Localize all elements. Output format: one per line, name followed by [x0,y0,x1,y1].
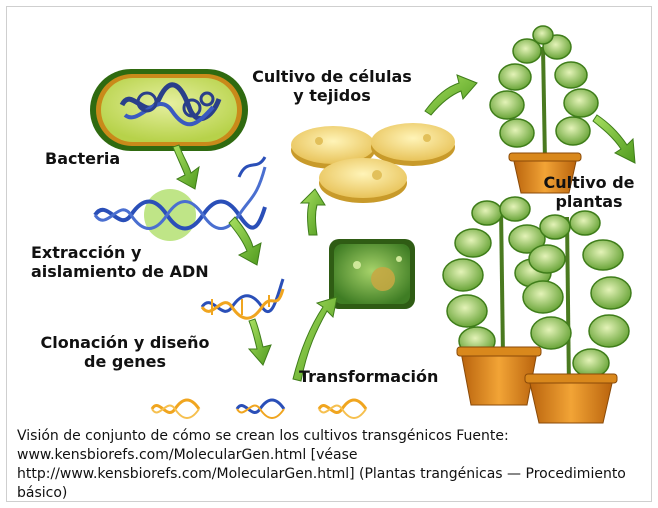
grown-plants-illustration [442,196,632,424]
label-plant-culture-line2: plantas [555,192,623,211]
label-cell-tissue-culture: Cultivo de células y tejidos [243,67,421,105]
label-transformation: Transformación [299,367,439,386]
label-gene-cloning: Clonación y diseño de genes [37,333,213,371]
label-cell-tissue-culture-line2: y tejidos [293,86,371,105]
petri-dishes-illustration [291,123,455,203]
transgenic-process-diagram [90,25,636,424]
figure-caption: Visión de conjunto de cómo se crean los … [17,428,626,501]
label-gene-cloning-line2: de genes [84,352,166,371]
arrow-dna-to-extraction [228,216,262,266]
label-plant-culture: Cultivo de plantas [537,173,641,211]
plant-cell-illustration [329,239,415,309]
arrow-extraction-to-cloning [247,318,272,366]
bacteria-illustration [90,69,248,151]
young-plant-illustration [489,25,599,194]
label-dna-extraction: Extracción y aislamiento de ADN [31,243,209,281]
arrow-cloning-to-cell [292,296,338,382]
label-dna-extraction-line1: Extracción y [31,243,142,262]
label-dna-extraction-line2: aislamiento de ADN [31,262,209,281]
label-plant-culture-line1: Cultivo de [543,173,635,192]
extracted-dna-illustration [93,156,267,241]
arrow-cell-to-petri [299,188,326,236]
isolated-dna-illustration [200,278,285,320]
arrow-plant-to-plants [592,114,636,164]
cloned-genes-illustration [150,398,368,419]
process-arrows [172,74,636,382]
arrow-bacteria-to-dna [172,144,200,190]
figure-frame: Bacteria Extracción y aislamiento de ADN… [6,6,652,502]
label-cell-tissue-culture-line1: Cultivo de células [252,67,412,86]
label-bacteria: Bacteria [45,149,121,168]
label-gene-cloning-line1: Clonación y diseño [40,333,210,352]
arrow-petri-to-plant [424,74,478,116]
